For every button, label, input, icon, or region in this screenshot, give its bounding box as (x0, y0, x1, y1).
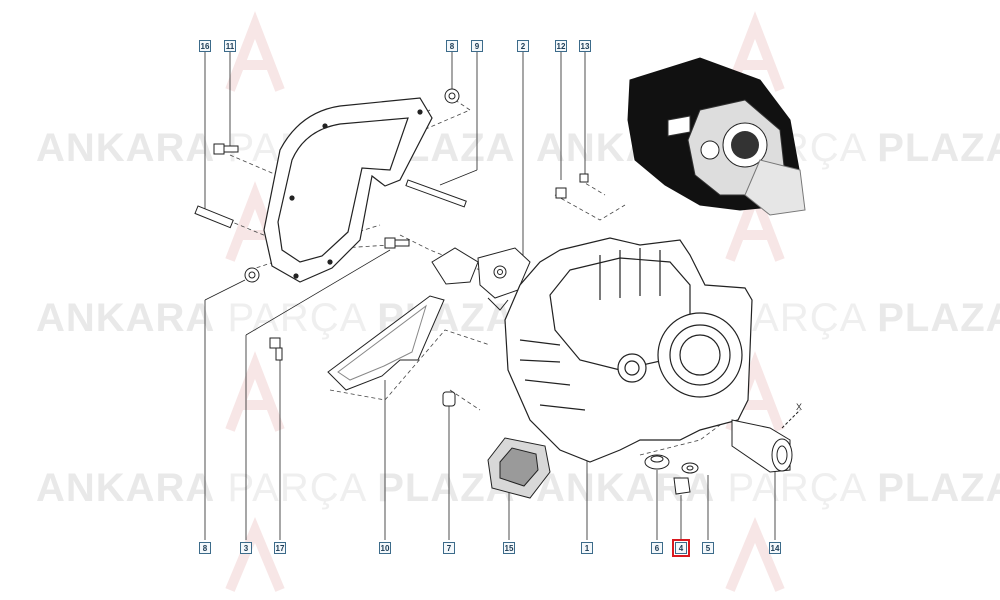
callout-4-highlighted[interactable]: 4 (672, 539, 690, 557)
callout-8-bottom[interactable]: 8 (199, 542, 211, 554)
selector-mechanism (431, 247, 531, 311)
callout-7[interactable]: 7 (443, 542, 455, 554)
callout-9[interactable]: 9 (471, 40, 483, 52)
callout-8[interactable]: 8 (446, 40, 458, 52)
callout-17[interactable]: 17 (274, 542, 286, 554)
cover-gasket (263, 97, 433, 283)
gearbox-housing (504, 237, 753, 463)
shaft-sleeve (731, 409, 801, 473)
axis-marker-x: X (796, 402, 803, 412)
callout-2[interactable]: 2 (517, 40, 529, 52)
callout-3[interactable]: 3 (240, 542, 252, 554)
callout-11[interactable]: 11 (224, 40, 236, 52)
callout-6[interactable]: 6 (651, 542, 663, 554)
callout-15[interactable]: 15 (503, 542, 515, 554)
callout-12[interactable]: 12 (555, 40, 567, 52)
callout-14[interactable]: 14 (769, 542, 781, 554)
assembled-gearbox-inset (627, 57, 806, 216)
callout-1[interactable]: 1 (581, 542, 593, 554)
bolts-and-studs (194, 88, 589, 407)
callout-5[interactable]: 5 (702, 542, 714, 554)
small-fittings (644, 454, 699, 495)
leader-lines (204, 52, 776, 540)
callout-16[interactable]: 16 (199, 40, 211, 52)
side-cover (327, 295, 445, 391)
callout-13[interactable]: 13 (579, 40, 591, 52)
callout-10[interactable]: 10 (379, 542, 391, 554)
mount-block (487, 437, 551, 499)
